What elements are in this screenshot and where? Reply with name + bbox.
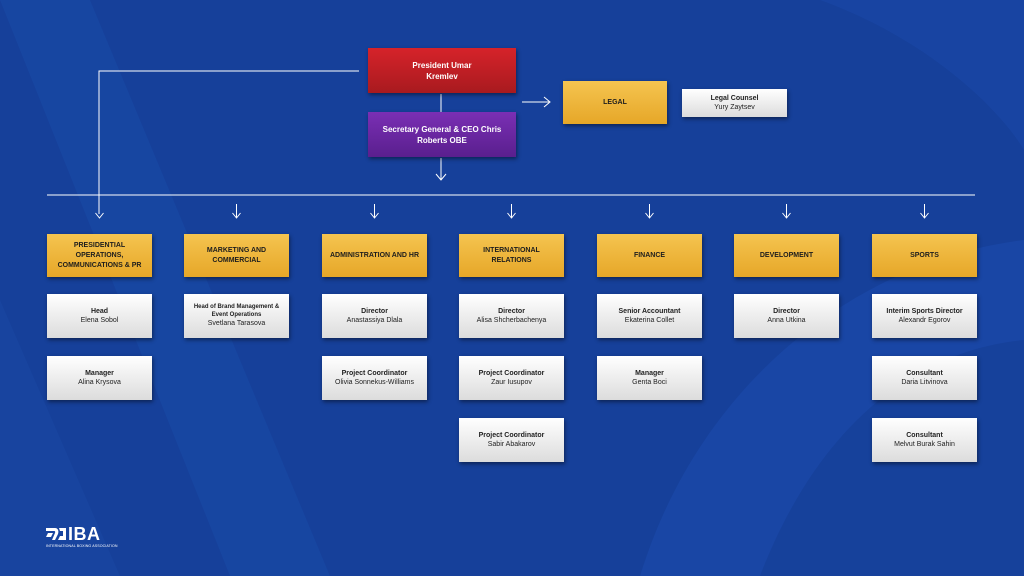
department-box: MARKETING AND COMMERCIAL [184,234,289,277]
person-role: Director [361,307,388,315]
person-role: Director [498,307,525,315]
person-name: Anastassiya Dlala [346,317,403,324]
person-name: Elena Sobol [80,317,119,324]
iba-logo: IBA INTERNATIONAL BOXING ASSOCIATION [46,524,126,552]
person-role: Consultant [906,369,943,377]
department-label: FINANCE [633,251,666,259]
arrow-head [645,212,654,219]
person-role: Project Coordinator [341,369,408,377]
person-role: Head [90,307,109,315]
logo-text: IBA [68,524,101,544]
department-box: SPORTS [872,234,977,277]
arrow-head [370,212,379,219]
department-box: ADMINISTRATION AND HR [322,234,427,277]
arrow-head [507,212,516,219]
legal-box: LEGAL [563,81,667,124]
person-name: Ekaterina Collet [624,317,675,324]
ceo-box: Secretary General & CEO Chris Roberts OB… [368,112,516,157]
arrow-head [920,212,929,219]
person-name: Alisa Shcherbachenya [476,317,547,324]
person-role: Consultant [906,431,943,439]
person-name: Sabir Abakarov [487,441,536,448]
arrow-head [95,212,104,219]
person-name: Melvut Burak Sahin [894,441,955,448]
person-name: Alina Krysova [78,379,121,386]
department-label: ADMINISTRATION AND HR [329,251,420,259]
logo-tagline: INTERNATIONAL BOXING ASSOCIATION [46,544,118,548]
person-role: Interim Sports Director [886,307,963,315]
person-name: Alexandr Egorov [898,317,951,324]
legal-counsel-name: Yury Zaytsev [714,104,755,111]
person-role: Head of Brand Management & Event Operati… [193,304,280,319]
department-label: INTERNATIONAL RELATIONS [483,246,540,264]
department-box: PRESIDENTIAL OPERATIONS, COMMUNICATIONS … [47,234,152,277]
person-name: Genta Boci [632,379,667,386]
department-label: SPORTS [910,251,939,259]
ceo-label: Secretary General & CEO Chris Roberts OB… [382,124,502,145]
person-role: Manager [85,369,114,377]
department-box: INTERNATIONAL RELATIONS [459,234,564,277]
person-name: Daria Litvinova [901,379,948,386]
person-box: Head of Brand Management & Event Operati… [184,294,289,338]
person-name: Svetlana Tarasova [207,320,266,328]
person-name: Anna Utkina [767,317,806,324]
person-role: Senior Accountant [618,307,681,315]
president-label: President Umar Kremlev [412,60,472,81]
person-name: Olivia Sonnekus-Williams [335,379,414,386]
arrow-head [232,212,241,219]
legal-label: LEGAL [603,98,627,106]
department-box: DEVELOPMENT [734,234,839,277]
person-role: Project Coordinator [478,431,545,439]
person-role: Manager [635,369,664,377]
person-role: Project Coordinator [478,369,545,377]
person-role: Director [773,307,800,315]
department-label: DEVELOPMENT [759,251,814,259]
department-label: MARKETING AND COMMERCIAL [206,246,267,264]
legal-counsel-box: Legal Counsel Yury Zaytsev [682,89,787,117]
person-name: Zaur Iusupov [491,379,532,386]
department-label: PRESIDENTIAL OPERATIONS, COMMUNICATIONS … [57,241,142,269]
department-box: FINANCE [597,234,702,277]
legal-counsel-role: Legal Counsel [710,94,759,102]
president-box: President Umar Kremlev [368,48,516,93]
arrow-head [782,212,791,219]
iba-logo-mark-icon [46,528,66,540]
